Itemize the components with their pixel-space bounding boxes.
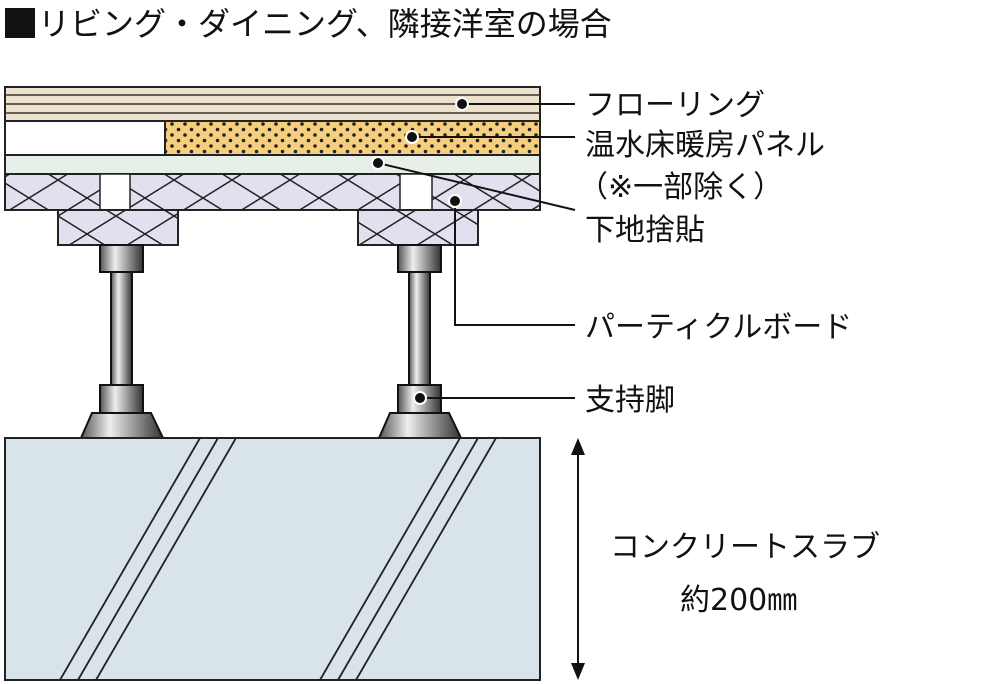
particle-board-layer: [4, 173, 541, 246]
label-concrete-slab: コンクリートスラブ: [610, 530, 880, 565]
heating-panel-layer: [4, 120, 541, 156]
underlay-layer: [4, 154, 541, 175]
label-panel-note: （※一部除く）: [578, 170, 783, 205]
support-leg-right: [377, 244, 463, 439]
label-heating-panel: 温水床暖房パネル: [585, 128, 825, 163]
label-slab-thickness: 約200㎜: [680, 583, 797, 618]
label-particle-board: パーティクルボード: [585, 310, 852, 345]
label-flooring: フローリング: [585, 88, 765, 123]
flooring-layer: [4, 86, 541, 122]
leader-dots: [371, 97, 469, 405]
concrete-slab: [4, 437, 541, 681]
title-square-icon: [5, 8, 35, 38]
leader-lines: [377, 103, 576, 399]
thickness-dimension-arrow: [571, 438, 585, 680]
label-support-leg: 支持脚: [585, 383, 675, 418]
diagram-title: リビング・ダイニング、隣接洋室の場合: [38, 5, 612, 43]
support-leg-left: [79, 244, 165, 439]
label-underlay: 下地捨貼: [585, 213, 705, 248]
